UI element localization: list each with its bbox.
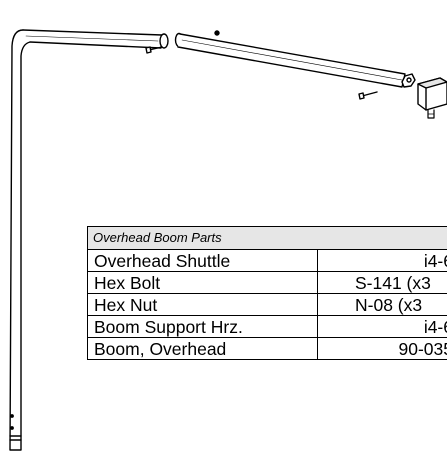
part-number: S-141 (x3 (355, 272, 431, 293)
part-number: N-08 (x3 (355, 294, 423, 315)
bolt-head-1 (145, 46, 152, 54)
overhead-shuttle-top (417, 77, 447, 89)
table-row: Hex Bolt S-141 (x3 (87, 271, 447, 294)
table-row: Boom Support Hrz. i4-6 (87, 315, 447, 338)
support-tube-shade (181, 39, 403, 81)
post-hole-2 (10, 426, 14, 430)
part-name: Boom, Overhead (87, 337, 318, 360)
boom-tube-shade (25, 35, 159, 42)
bolt-shaft-2 (361, 91, 378, 97)
part-name: Hex Bolt (87, 271, 318, 294)
parts-table: Overhead Boom Parts Overhead Shuttle i4-… (87, 226, 447, 360)
bolt-head-2 (358, 92, 365, 100)
parts-table-title: Overhead Boom Parts (87, 226, 447, 250)
table-row: Boom, Overhead 90-035 (87, 337, 447, 360)
hex-nut-hole (406, 77, 412, 83)
part-number: i4-6 (423, 316, 447, 337)
table-row: Hex Nut N-08 (x3 (87, 293, 447, 316)
boom-support-tube (177, 33, 406, 88)
part-number: i4-6 (423, 250, 447, 271)
post-hole (10, 414, 14, 418)
part-name: Boom Support Hrz. (87, 315, 318, 338)
table-row: Overhead Shuttle i4-6 (87, 249, 447, 272)
boom-vertical-post (9, 29, 31, 451)
boom-overhead-tube (22, 29, 163, 49)
part-number: 90-035 (398, 338, 447, 359)
boom-tube-end (159, 33, 169, 49)
support-tube-hole (214, 30, 220, 36)
part-name: Hex Nut (87, 293, 318, 316)
part-name: Overhead Shuttle (87, 249, 318, 272)
